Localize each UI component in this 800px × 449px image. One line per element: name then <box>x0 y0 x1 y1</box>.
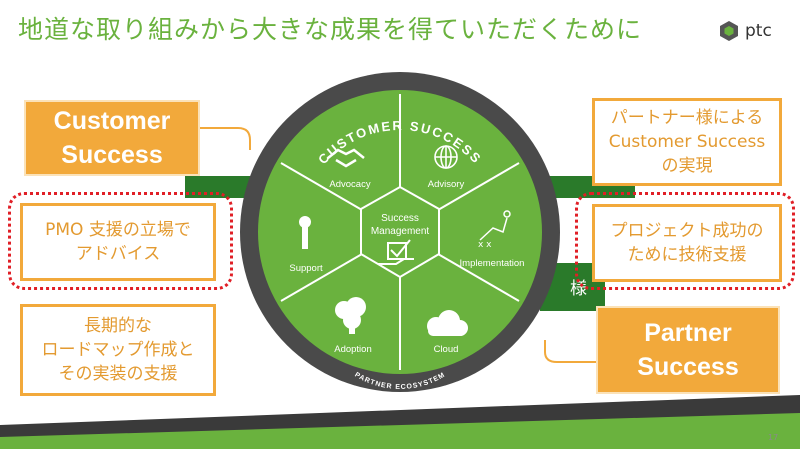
segment-implementation: Implementation <box>460 258 525 269</box>
center-label-2: Management <box>371 226 430 237</box>
partner-success-box: Partner Success <box>596 306 780 394</box>
ptc-hexagon-icon <box>720 21 738 41</box>
partner-success-line-1: Partner <box>644 319 732 347</box>
partner-realization-box: パートナー様による Customer Success の実現 <box>592 98 782 186</box>
project-line-1: プロジェクト成功の <box>610 221 764 241</box>
cloud-icon <box>427 310 468 336</box>
wrench-icon <box>299 216 311 249</box>
partner-realization-line-2: Customer Success <box>608 132 766 152</box>
roadmap-support-box: 長期的な ロードマップ作成と その実装の支援 <box>20 304 216 396</box>
project-support-box: プロジェクト成功の ために技術支援 <box>592 204 782 282</box>
roadmap-line-2: ロードマップ作成と <box>41 340 195 360</box>
pmo-line-2: アドバイス <box>75 244 161 264</box>
connector-left <box>200 127 251 150</box>
handshake-icon <box>327 148 365 168</box>
segment-adoption: Adoption <box>334 344 372 355</box>
segment-support: Support <box>289 263 323 274</box>
segment-dividers <box>280 94 520 370</box>
roadmap-line-1: 長期的な <box>84 316 152 336</box>
segment-advisory: Advisory <box>428 179 465 190</box>
right-dotted-highlight <box>575 192 795 290</box>
svg-text:x x: x x <box>478 240 492 250</box>
center-label-1: Success <box>381 213 419 224</box>
slide-title: 地道な取り組みから大きな成果を得ていただくために <box>18 15 643 44</box>
slide-number: 17 <box>768 433 779 442</box>
checkbox-hand-icon <box>378 239 414 265</box>
project-line-2: ために技術支援 <box>627 245 747 265</box>
customer-success-line-1: Customer <box>53 107 171 135</box>
customer-success-box: Customer Success <box>24 100 200 176</box>
globe-icon <box>434 145 458 169</box>
pmo-line-1: PMO 支援の立場で <box>45 220 191 240</box>
pmo-advice-box: PMO 支援の立場で アドバイス <box>20 203 216 281</box>
logo-text: ptc <box>745 21 772 41</box>
brain-icon <box>335 297 366 334</box>
partner-realization-line-3: の実現 <box>661 156 713 176</box>
connector-right <box>544 340 600 363</box>
segment-cloud: Cloud <box>434 344 459 355</box>
segment-advocacy: Advocacy <box>329 179 370 190</box>
center-hexagon <box>360 185 440 279</box>
partner-success-line-2: Success <box>637 353 739 381</box>
strategy-icon: x x <box>478 210 511 250</box>
left-dotted-highlight <box>8 192 233 290</box>
ptc-logo: ptc <box>718 20 772 42</box>
customer-success-line-2: Success <box>61 141 163 169</box>
partner-realization-line-1: パートナー様による <box>610 108 764 128</box>
roadmap-line-3: その実装の支援 <box>58 364 178 384</box>
footer-green <box>0 413 800 449</box>
